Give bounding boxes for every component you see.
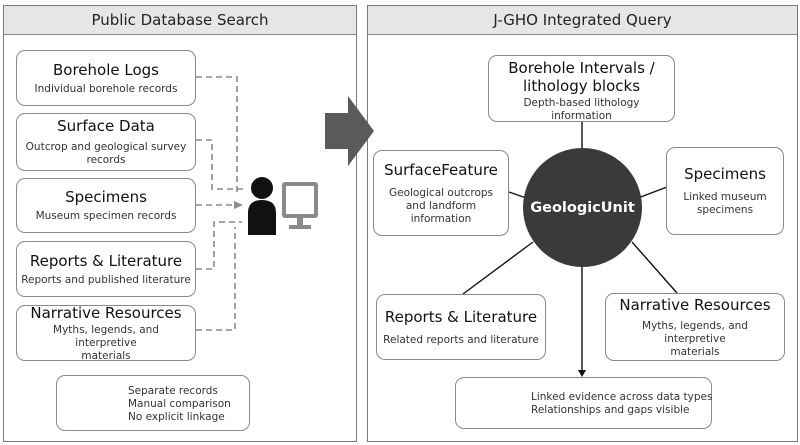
legend-line-relationships: Relationships and gaps visible (531, 404, 690, 416)
surface-feature-subtitle-line-3: information (410, 212, 472, 225)
reports-node-title: Reports & Literature (384, 307, 538, 326)
narrative-subtitle-line-1: Myths, legends, and interpretive (53, 323, 159, 349)
narrative-node-subtitle-line-2: materials (670, 345, 720, 358)
narrative-subtitle-line-2: materials (81, 349, 131, 362)
right-panel-title: J-GHO Integrated Query (368, 6, 797, 35)
narrative-resources-title: Narrative Resources (30, 303, 182, 322)
right-legend-box (455, 377, 712, 429)
specimens-node-box: Specimens Linked museum specimens (666, 147, 784, 235)
specimens-subtitle: Museum specimen records (35, 210, 177, 222)
legend-line-manual: Manual comparison (128, 398, 231, 410)
left-legend-text: Separate records Manual comparison No ex… (128, 385, 231, 424)
reports-literature-subtitle: Reports and published literature (21, 273, 191, 286)
reports-node-subtitle: Related reports and literature (383, 333, 539, 346)
legend-line-no-linkage: No explicit linkage (128, 411, 225, 423)
legend-line-separate: Separate records (128, 385, 218, 397)
surface-feature-title: SurfaceFeature (384, 160, 498, 179)
narrative-node-title: Narrative Resources (619, 295, 771, 314)
reports-literature-title: Reports & Literature (29, 251, 183, 270)
dashed-line-reports (196, 221, 242, 270)
borehole-logs-subtitle: Individual borehole records (34, 82, 178, 95)
left-panel-title: Public Database Search (4, 6, 356, 35)
specimens-title: Specimens (65, 188, 147, 206)
geologic-unit-hub: GeologicUnit (523, 148, 642, 267)
borehole-logs-title: Borehole Logs (53, 60, 159, 79)
dashed-arrowhead (234, 201, 243, 209)
surface-data-subtitle: Outcrop and geological survey records (26, 141, 187, 167)
spoke-reports (462, 241, 534, 295)
surface-feature-subtitle: Geological outcrops and landform informa… (389, 187, 493, 226)
surface-feature-subtitle-line-1: Geological outcrops (388, 186, 494, 199)
hub-spokes (462, 122, 678, 371)
specimens-node-subtitle: Linked museum specimens (683, 191, 766, 217)
narrative-node-box: Narrative Resources Myths, legends, and … (605, 293, 785, 361)
borehole-intervals-title: Borehole Intervals / lithology blocks (508, 59, 654, 95)
borehole-intervals-subtitle-line-2: information (551, 110, 612, 122)
legend-line-linked-evidence: Linked evidence across data types (531, 391, 713, 403)
reports-literature-box: Reports & Literature Reports and publish… (16, 241, 196, 297)
surface-data-subtitle-line-1: Outcrop and geological survey (25, 141, 187, 153)
borehole-logs-box: Borehole Logs Individual borehole record… (16, 50, 196, 106)
borehole-intervals-title-line-1: Borehole Intervals / (508, 59, 655, 77)
dashed-line-narrative (196, 227, 236, 331)
specimens-box: Specimens Museum specimen records (16, 178, 196, 233)
surface-data-box: Surface Data Outcrop and geological surv… (16, 113, 196, 171)
dashed-connectors (196, 76, 244, 331)
user-computer-icon (248, 177, 318, 235)
narrative-resources-box: Narrative Resources Myths, legends, and … (16, 303, 196, 363)
right-legend-text: Linked evidence across data types Relati… (531, 391, 712, 417)
specimens-node-subtitle-line-2: specimens (696, 204, 754, 216)
surface-feature-subtitle-line-2: and landform (405, 199, 477, 212)
surface-data-subtitle-line-2: records (86, 154, 126, 166)
dashed-line-borehole (196, 76, 238, 192)
surface-data-title: Surface Data (57, 117, 155, 135)
borehole-intervals-box: Borehole Intervals / lithology blocks De… (488, 55, 675, 122)
surface-feature-box: SurfaceFeature Geological outcrops and l… (373, 150, 509, 236)
spoke-narrative (631, 241, 678, 294)
specimens-node-subtitle-line-1: Linked museum (683, 191, 767, 203)
spoke-specimens (637, 186, 668, 199)
borehole-intervals-subtitle-line-1: Depth-based lithology (523, 97, 640, 109)
narrative-node-subtitle: Myths, legends, and interpretive materia… (610, 320, 780, 359)
dashed-line-surface (196, 139, 244, 190)
transition-arrow (325, 96, 374, 166)
reports-node-box: Reports & Literature Related reports and… (376, 294, 546, 360)
narrative-resources-subtitle: Myths, legends, and interpretive materia… (21, 324, 191, 363)
borehole-intervals-title-line-2: lithology blocks (522, 77, 641, 95)
specimens-node-title: Specimens (684, 165, 766, 183)
narrative-node-subtitle-line-1: Myths, legends, and interpretive (642, 319, 748, 345)
evidence-arrowhead (578, 370, 586, 377)
left-legend-box (56, 375, 250, 431)
borehole-intervals-subtitle: Depth-based lithology information (523, 97, 639, 123)
